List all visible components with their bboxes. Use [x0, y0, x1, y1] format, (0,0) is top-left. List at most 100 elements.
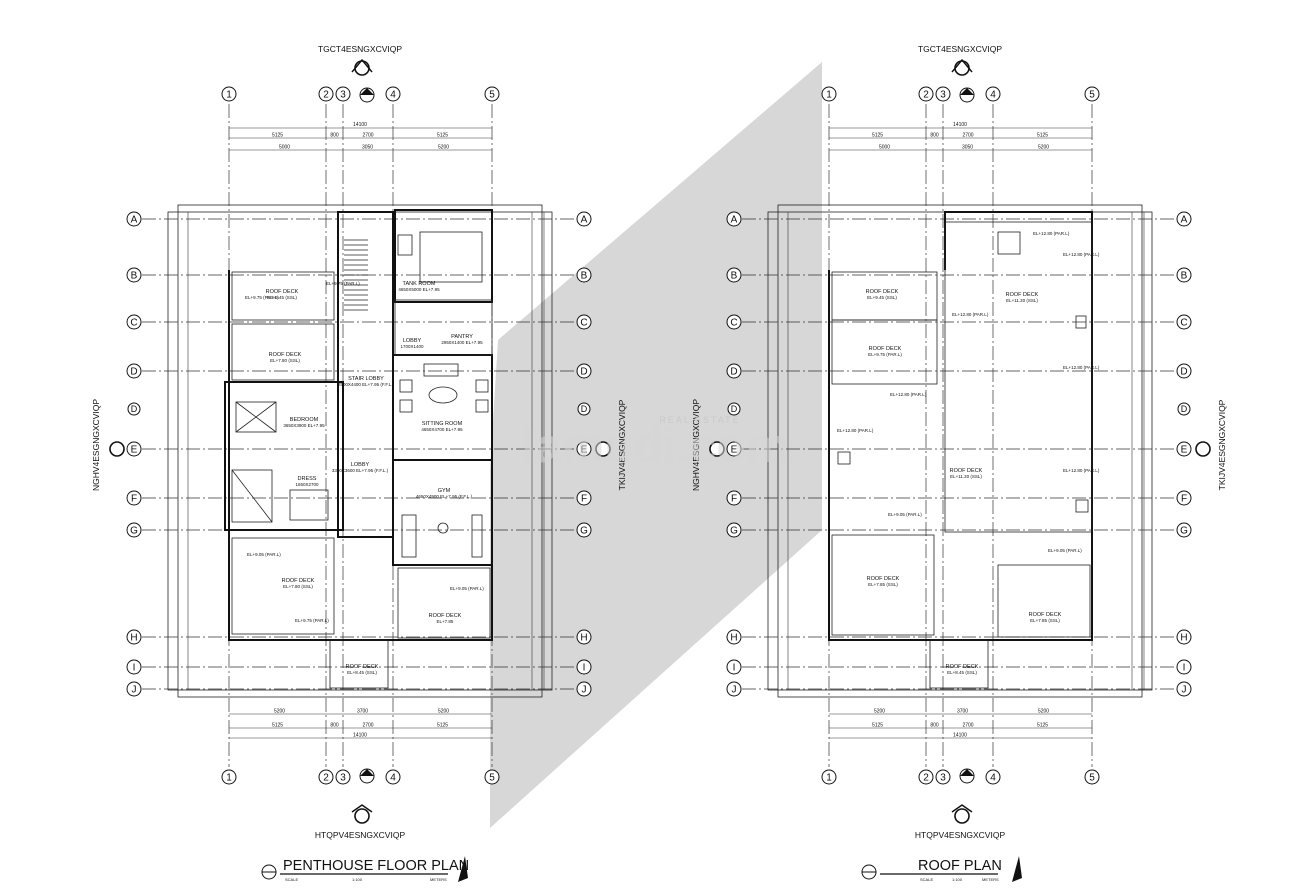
grid-bubble-row	[726, 629, 742, 645]
armchair	[399, 399, 413, 413]
grid-label-row: B	[731, 271, 738, 282]
dim-value: 5125	[437, 723, 448, 729]
grid-label-row: D	[580, 367, 587, 378]
grid-bubble-row	[126, 681, 142, 697]
elevation-label-top: TGCT4ESNGXCVIQP	[918, 44, 1002, 54]
elevation-marker-right	[595, 441, 611, 457]
grid-label-row: H	[130, 633, 137, 644]
dim-value: 2700	[362, 723, 373, 729]
bed	[235, 401, 277, 433]
dim-value: 5125	[872, 723, 883, 729]
section-label-d: D	[131, 404, 138, 414]
dim-value: 5000	[879, 145, 890, 151]
room-name: ROOF DECK	[429, 613, 462, 619]
grid-label-row: B	[581, 271, 588, 282]
roof-hatch	[997, 231, 1021, 255]
elevation-arrow-bottom	[351, 804, 373, 813]
section-marker-d	[1177, 402, 1191, 416]
gym-machine	[437, 522, 449, 534]
dim-value: 5200	[874, 709, 885, 715]
grid-label-row: C	[580, 318, 587, 329]
grid-bubble-row	[726, 441, 742, 457]
section-marker-arrow	[360, 88, 374, 95]
room-dims: 4650X4900 EL+7.95 (F.F.L.)	[416, 494, 473, 499]
dim-value: 800	[330, 723, 339, 729]
roof-deck-area	[831, 534, 935, 636]
bench	[471, 514, 483, 558]
tank-room-wall	[394, 209, 493, 303]
north-arrow-icon	[1012, 856, 1022, 882]
elevation-arrow-bottom	[951, 804, 973, 813]
units-label: METERS	[430, 877, 447, 882]
grid-bubble-row	[126, 363, 142, 379]
grid-label-row: E	[131, 445, 138, 456]
room-dims: EL+7.85	[437, 619, 454, 624]
room-name: GYM	[438, 488, 451, 494]
treadmill	[401, 514, 417, 558]
grid-bubble-col	[385, 769, 401, 785]
grid-label-row: J	[582, 685, 587, 696]
room-dims: 2500X4400 EL+7.95 (F.F.L.)	[338, 382, 395, 387]
outer-wall	[228, 270, 493, 641]
grid-label-row: J	[732, 685, 737, 696]
pantry-wall	[394, 299, 493, 356]
level-tag: EL+9.05 (PAR.L)	[247, 552, 281, 557]
roof-deck-area	[831, 319, 938, 385]
roof-deck-area	[929, 639, 989, 689]
armchair	[399, 379, 413, 393]
grid-bubble-col	[318, 86, 334, 102]
grid-bubble-row	[726, 363, 742, 379]
grid-label-row: D	[1180, 367, 1187, 378]
dim-value: 5125	[272, 723, 283, 729]
units-label: METERS	[982, 877, 999, 882]
grid-bubble-row	[126, 441, 142, 457]
grid-bubble-col	[918, 769, 934, 785]
grid-bubble-row	[1176, 490, 1192, 506]
section-label-d: D	[1181, 404, 1188, 414]
scale-label: SCALE	[920, 877, 933, 882]
grid-label-row: G	[1180, 526, 1188, 537]
grid-label-row: E	[581, 445, 588, 456]
scale-value: 1:100	[952, 877, 963, 882]
room-dims: 4650X5000 EL+7.95	[398, 287, 440, 292]
level-tag: EL+12.80 (PAR.L)	[1063, 365, 1100, 370]
level-tag: EL+12.80 (PAR.L)	[890, 392, 927, 397]
dim-value: 5200	[274, 709, 285, 715]
room-name: ROOF DECK	[866, 289, 899, 295]
dim-value: 2700	[962, 723, 973, 729]
dim-value: 5200	[1038, 709, 1049, 715]
dim-value: 5000	[279, 145, 290, 151]
section-marker-arrow	[960, 769, 974, 776]
grid-label-row: G	[580, 526, 588, 537]
grid-label-row: B	[131, 271, 138, 282]
dim-value: 5200	[438, 709, 449, 715]
level-tag: EL+9.75 (PAR.L)	[245, 295, 279, 300]
grid-bubble-row	[576, 490, 592, 506]
grid-label-row: I	[1183, 663, 1186, 674]
dim-value: 5125	[1037, 723, 1048, 729]
gym-wall	[392, 459, 493, 566]
grid-bubble-row	[126, 314, 142, 330]
room-name: SITTING ROOM	[422, 421, 463, 427]
level-tag: EL+9.05 (PAR.L)	[888, 512, 922, 517]
elevation-marker-right	[1195, 441, 1211, 457]
section-marker-d	[727, 402, 741, 416]
grid-bubble-row	[576, 629, 592, 645]
room-dims: EL+7.80 (SSL)	[283, 584, 313, 589]
grid-label-row: D	[130, 367, 137, 378]
grid-bubble-col	[484, 86, 500, 102]
main-roof	[944, 221, 1093, 533]
grid-label-col: 1	[226, 773, 232, 784]
grid-label-col: 4	[390, 90, 396, 101]
section-marker-d	[577, 402, 591, 416]
elevation-marker-bottom	[354, 808, 370, 824]
elevation-label-top: TGCT4ESNGXCVIQP	[318, 44, 402, 54]
grid-label-row: H	[1180, 633, 1187, 644]
dim-value: 3050	[962, 145, 973, 151]
grid-label-row: H	[730, 633, 737, 644]
grid-label-col: 3	[940, 90, 946, 101]
level-tag: EL+12.80 (PAR.L)	[1033, 231, 1070, 236]
grid-label-col: 2	[923, 773, 929, 784]
room-dims: EL+8.45 (SSL)	[947, 670, 977, 675]
